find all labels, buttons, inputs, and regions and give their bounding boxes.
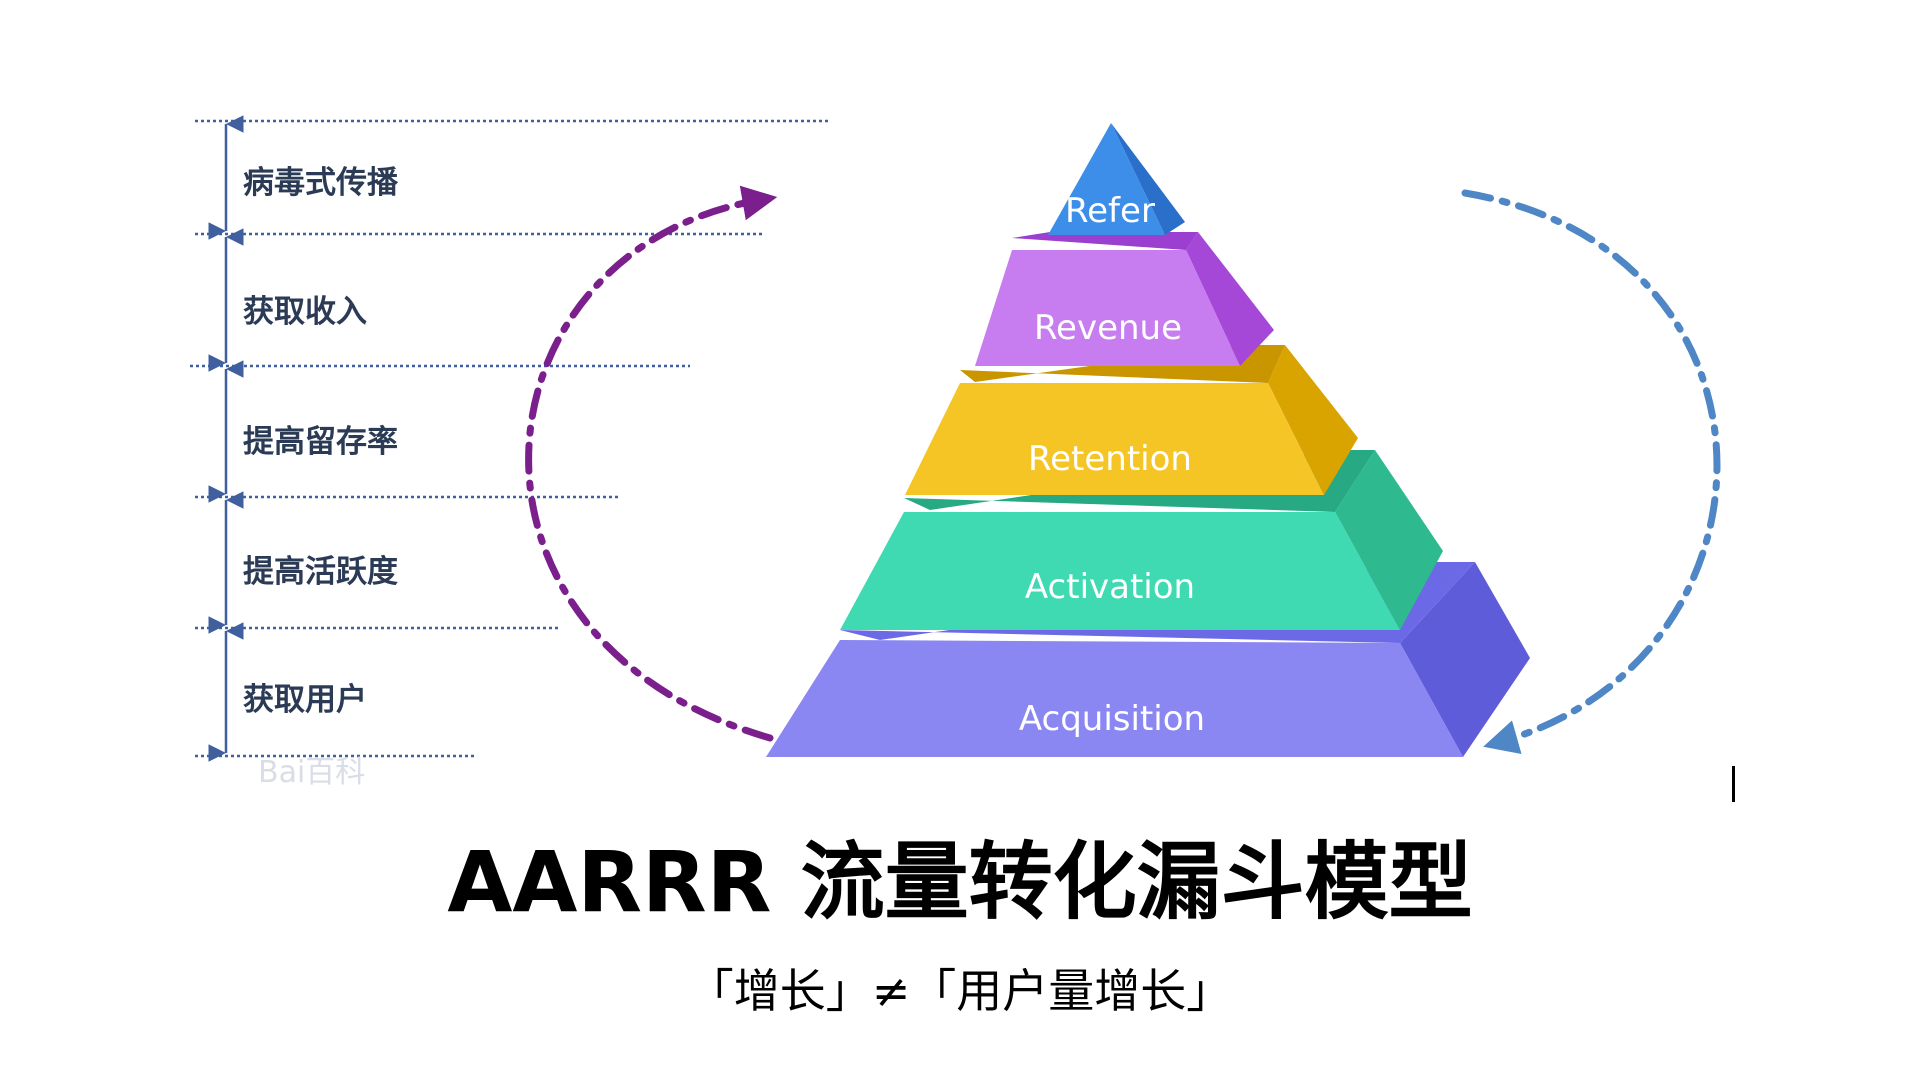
slide-subtitle: 「增长」≠「用户量增长」 <box>687 964 1233 1018</box>
aarrr-pyramid: Acquisition Activation Retention <box>766 123 1530 757</box>
stage-labels: 病毒式传播 获取收入 提高留存率 提高活跃度 获取用户 <box>243 165 399 718</box>
right-cycle-arrow <box>1461 189 1721 755</box>
tier-retention: Retention <box>905 345 1358 495</box>
stage-label-revenue: 获取收入 <box>243 294 367 330</box>
tier-revenue: Revenue <box>975 232 1274 366</box>
baidu-watermark: Bai百科 <box>258 755 365 790</box>
tier-activation: Activation <box>840 450 1443 630</box>
stage-label-activation: 提高活跃度 <box>243 554 398 590</box>
tier-refer-front <box>1048 123 1165 235</box>
stage-label-refer: 病毒式传播 <box>243 165 399 201</box>
tier-activation-front <box>840 512 1400 630</box>
tier-acquisition-side <box>1400 562 1530 757</box>
stage-label-acquisition: 获取用户 <box>243 682 367 718</box>
tier-refer: Refer <box>1048 123 1185 235</box>
tier-label-retention: Retention <box>1028 439 1192 479</box>
tier-revenue-top <box>1012 232 1198 250</box>
tier-activation-side <box>1335 450 1443 630</box>
slide-title: AARRR 流量转化漏斗模型 <box>447 833 1473 931</box>
tier-label-refer: Refer <box>1065 191 1155 231</box>
tier-acquisition-front <box>766 640 1463 757</box>
tier-retention-side <box>1268 345 1358 495</box>
left-cycle-arrow <box>525 185 778 742</box>
tier-retention-front <box>905 383 1324 495</box>
tier-refer-side <box>1111 123 1185 235</box>
tier-label-acquisition: Acquisition <box>1019 699 1205 739</box>
tier-label-revenue: Revenue <box>1034 308 1182 348</box>
tier-revenue-side <box>1186 232 1274 366</box>
tier-revenue-front <box>975 250 1240 366</box>
guide-lines <box>190 119 830 758</box>
text-cursor <box>1732 766 1735 802</box>
stage-label-retention: 提高留存率 <box>243 424 398 460</box>
tier-label-activation: Activation <box>1025 567 1195 607</box>
